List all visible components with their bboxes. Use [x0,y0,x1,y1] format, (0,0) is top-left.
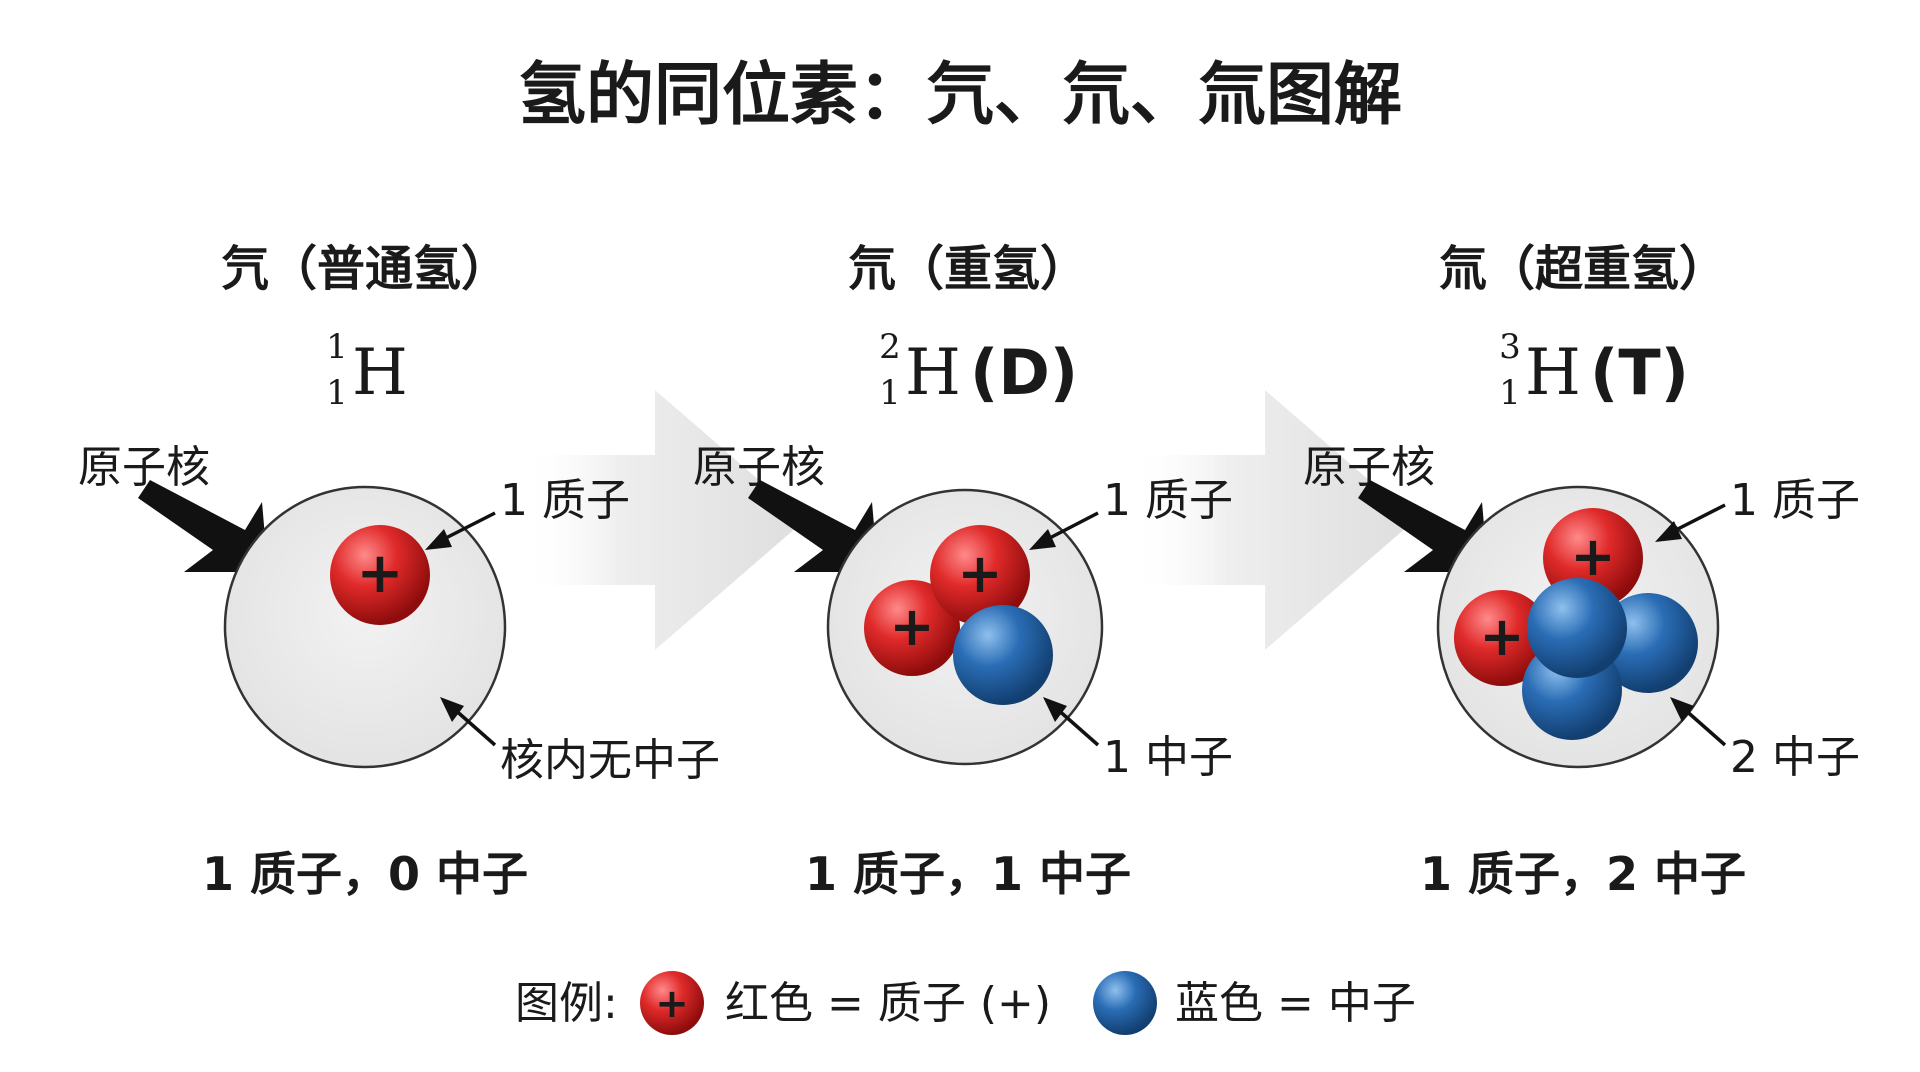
composition-caption: 1 质子，2 中子 [1420,847,1746,901]
composition-caption: 1 质子，0 中子 [202,847,528,901]
isotope-name: 氕（普通氢） [221,241,509,297]
isotope-notation: 3 1 H (T) [1499,327,1689,413]
isotope-panel-deuterium: 氘（重氢） 2 1 H (D) 原子核 + + 1 质子 [693,241,1233,901]
legend-proton-plus: + [655,981,689,1027]
proton-ball: + [864,580,960,676]
mass-number: 3 [1499,327,1521,367]
proton-pointer-arrow [1655,503,1726,542]
nucleus [223,485,507,769]
page-title: 氢的同位素：氕、氘、氚图解 [518,56,1402,135]
transition-arrow-2 [1130,390,1415,650]
neutron-label: 核内无中子 [500,735,720,786]
mass-number: 1 [326,327,348,367]
transition-arrow-1 [520,390,805,650]
proton-pointer-arrow [1029,511,1099,550]
legend-proton-icon: + [640,971,704,1035]
nucleus-pointer-arrow [138,480,268,572]
neutron-pointer-arrow [1670,697,1727,747]
atomic-number: 1 [326,373,348,413]
neutron-pointer-arrow [440,697,497,747]
nucleus-pointer-arrow [1358,480,1488,572]
isotope-letter: (T) [1590,336,1689,409]
legend-label: 图例: [515,978,618,1029]
mass-number: 2 [879,327,901,367]
legend-neutron-icon [1093,971,1157,1035]
isotope-letter: (D) [970,336,1078,409]
element-symbol: H [905,336,961,410]
nucleus-pointer-arrow [748,480,878,572]
proton-ball: + [1454,590,1550,686]
neutron-label: 2 中子 [1730,732,1860,783]
proton-plus-sign: + [1479,605,1524,668]
legend: 图例: + 红色 = 质子 (+) 蓝色 = 中子 [515,971,1416,1035]
proton-ball: + [330,525,430,625]
legend-neutron-text: 蓝色 = 中子 [1175,978,1416,1029]
proton-plus-sign: + [1570,525,1615,588]
proton-plus-sign: + [357,541,404,606]
proton-label: 1 质子 [1103,475,1233,526]
element-symbol: H [1525,336,1581,410]
element-symbol: H [352,336,408,410]
neutron-ball [953,605,1053,705]
proton-ball: + [930,525,1030,625]
proton-plus-sign: + [957,542,1002,605]
isotope-panel-tritium: 氚（超重氢） 3 1 H (T) 原子核 + + [1303,241,1860,901]
proton-plus-sign: + [889,595,934,658]
isotope-notation: 2 1 H (D) [879,327,1078,413]
isotope-name: 氘（重氢） [848,241,1088,297]
nucleus-label: 原子核 [78,442,210,493]
atomic-number: 1 [879,373,901,413]
isotope-notation: 1 1 H [326,327,408,413]
isotope-name: 氚（超重氢） [1439,241,1727,297]
atomic-number: 1 [1499,373,1521,413]
proton-pointer-arrow [425,511,496,550]
proton-label: 1 质子 [1730,475,1860,526]
proton-label: 1 质子 [500,475,630,526]
legend-proton-text: 红色 = 质子 (+) [725,978,1051,1029]
neutron-pointer-arrow [1043,697,1100,747]
neutron-label: 1 中子 [1103,732,1233,783]
neutron-ball [1527,578,1627,678]
isotope-panel-protium: 氕（普通氢） 1 1 H 原子核 + 1 质子 核内无中子 1 质子，0 中子 [78,241,720,901]
composition-caption: 1 质子，1 中子 [805,847,1131,901]
